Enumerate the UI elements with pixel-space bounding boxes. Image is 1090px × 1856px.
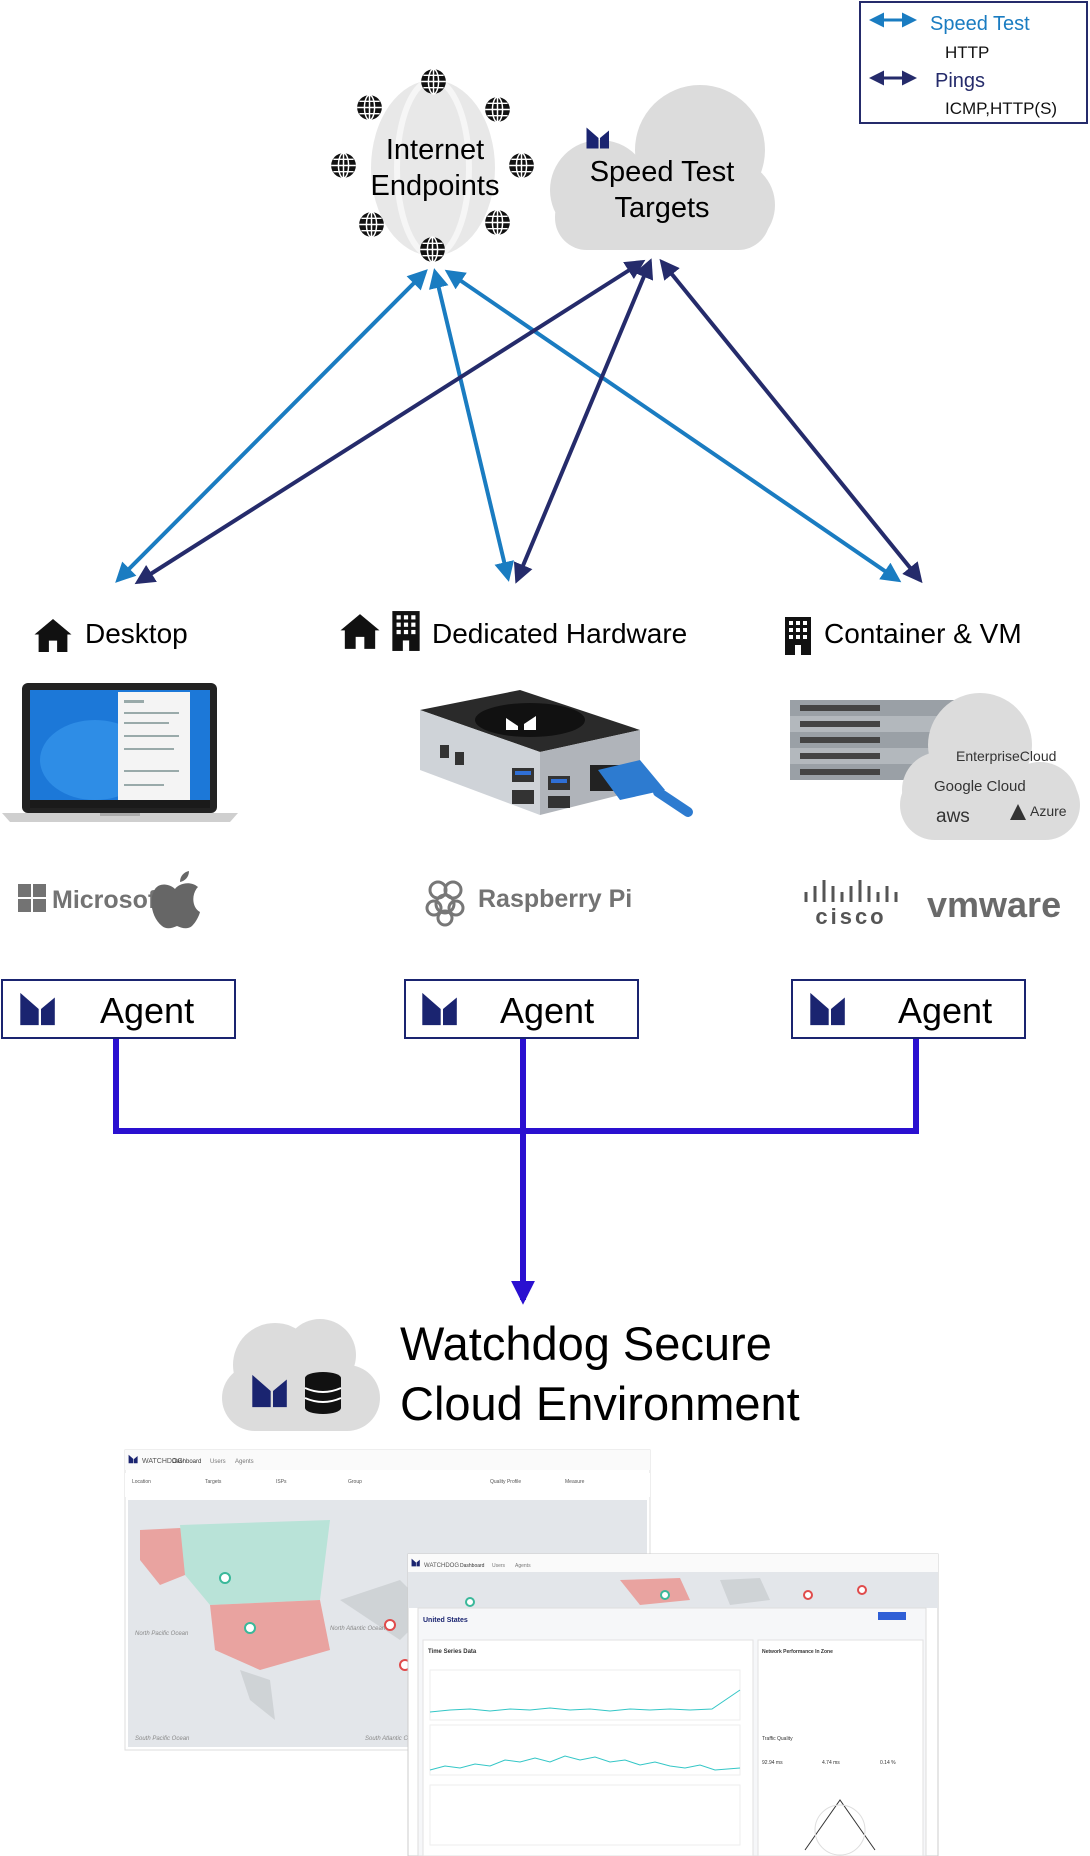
speed-arrow-container bbox=[444, 269, 902, 583]
globe-icon bbox=[358, 211, 385, 238]
microsoft-label: Microsoft bbox=[52, 886, 165, 914]
ping-arrows bbox=[134, 258, 923, 585]
apple-icon bbox=[151, 871, 200, 929]
legend-ping-proto: ICMP,HTTP(S) bbox=[945, 99, 1057, 118]
laptop-image bbox=[2, 683, 238, 822]
speed-test-targets: Speed Test Targets bbox=[550, 85, 775, 250]
dash-brand: WATCHDOG bbox=[142, 1458, 183, 1465]
enterprise-cloud-label: EnterpriseCloud bbox=[956, 748, 1056, 764]
dash2-right-title: Network Performance In Zone bbox=[762, 1649, 833, 1655]
category-desktop: Desktop bbox=[34, 618, 188, 652]
dash-filter-location: Location bbox=[132, 1479, 151, 1485]
speed-targets-line1: Speed Test bbox=[590, 156, 735, 188]
vmware-label: vmware bbox=[927, 884, 1061, 925]
legend-speed-label: Speed Test bbox=[930, 13, 1030, 35]
building-icon bbox=[785, 617, 811, 655]
dash2-traffic: Traffic Quality bbox=[762, 1736, 793, 1742]
internet-line2: Endpoints bbox=[371, 170, 500, 202]
dash-tab-dashboard: Dashboard bbox=[172, 1459, 201, 1465]
building-icon bbox=[392, 611, 420, 651]
dash2-panel-title: United States bbox=[423, 1617, 468, 1624]
dash2-val-loss: 0.14 % bbox=[880, 1760, 896, 1766]
raspberry-pi-logo: Raspberry Pi bbox=[425, 880, 632, 927]
dash2-tab-dashboard: Dashboard bbox=[460, 1563, 485, 1569]
hardware-box-image bbox=[420, 690, 693, 817]
globe-icon bbox=[508, 152, 535, 179]
agent-label: Agent bbox=[100, 990, 194, 1031]
globe-icon bbox=[484, 209, 511, 236]
house-icon bbox=[34, 619, 72, 652]
dash-filter-targets: Targets bbox=[205, 1479, 222, 1485]
globe-icon bbox=[420, 68, 447, 95]
globe-icon bbox=[419, 236, 446, 263]
dash2-tab-agents: Agents bbox=[515, 1563, 531, 1569]
ping-arrow-dedicated bbox=[513, 258, 654, 584]
dash2-val-jitter: 4.74 ms bbox=[822, 1760, 840, 1766]
legend-ping-label: Pings bbox=[935, 70, 985, 92]
desktop-label: Desktop bbox=[85, 618, 188, 649]
globe-icon bbox=[356, 94, 383, 121]
dash-filter-quality: Quality Profile bbox=[490, 1479, 521, 1485]
google-cloud-label: Google Cloud bbox=[934, 778, 1026, 795]
dash-ocean-3: South Pacific Ocean bbox=[135, 1736, 190, 1742]
dash2-section-title: Time Series Data bbox=[428, 1649, 477, 1655]
dashboard-screenshot-front: WATCHDOG Dashboard Users Agents United S… bbox=[407, 1553, 939, 1856]
dash-filter-group: Group bbox=[348, 1479, 362, 1485]
legend-speed-proto: HTTP bbox=[945, 43, 989, 62]
cloud-env-line2: Cloud Environment bbox=[400, 1377, 800, 1430]
globe-icon bbox=[330, 152, 357, 179]
dash2-brand: WATCHDOG bbox=[424, 1563, 459, 1569]
dash-ocean-1: North Pacific Ocean bbox=[135, 1631, 189, 1637]
ping-arrow-desktop bbox=[134, 259, 646, 585]
speed-arrow-dedicated bbox=[428, 268, 515, 582]
dash-filter-isps: ISPs bbox=[276, 1479, 287, 1485]
dash-tab-agents: Agents bbox=[235, 1459, 254, 1465]
raspberry-label: Raspberry Pi bbox=[478, 885, 632, 913]
cloud-env-line1: Watchdog Secure bbox=[400, 1317, 772, 1370]
container-label: Container & VM bbox=[824, 618, 1022, 649]
house-icon bbox=[340, 614, 380, 649]
dash-filter-measure: Measure bbox=[565, 1479, 585, 1485]
dash2-val-latency: 92.94 ms bbox=[762, 1760, 783, 1766]
cisco-logo: cisco bbox=[804, 880, 898, 929]
agent-label: Agent bbox=[500, 990, 594, 1031]
globe-icon bbox=[484, 96, 511, 123]
speed-test-arrows bbox=[115, 268, 902, 583]
secure-cloud: Watchdog Secure Cloud Environment bbox=[222, 1317, 800, 1431]
speed-arrow-desktop bbox=[115, 269, 428, 583]
dash-ocean-4: South Atlantic Ocean bbox=[365, 1736, 422, 1742]
agent-box-desktop: Agent bbox=[1, 979, 236, 1039]
category-container: Container & VM bbox=[785, 617, 1022, 655]
speed-targets-line2: Targets bbox=[614, 192, 709, 224]
internet-line1: Internet bbox=[386, 134, 484, 166]
internet-endpoints: Internet Endpoints bbox=[330, 68, 535, 263]
cisco-label: cisco bbox=[815, 904, 886, 929]
agent-label: Agent bbox=[898, 990, 992, 1031]
database-icon bbox=[304, 1372, 342, 1414]
dash-tab-users: Users bbox=[210, 1459, 226, 1465]
dash-ocean-2: North Atlantic Ocean bbox=[330, 1626, 386, 1632]
dash2-tab-users: Users bbox=[492, 1563, 506, 1569]
agent-box-dedicated: Agent bbox=[404, 979, 639, 1039]
aws-label: aws bbox=[936, 806, 970, 827]
azure-label: Azure bbox=[1030, 803, 1067, 819]
dedicated-label: Dedicated Hardware bbox=[432, 618, 687, 649]
cloud-providers: EnterpriseCloud Google Cloud aws Azure bbox=[900, 693, 1080, 840]
agent-box-container: Agent bbox=[791, 979, 1026, 1039]
agent-connector bbox=[113, 1039, 919, 1305]
watchdog-logo-icon bbox=[586, 127, 609, 149]
ping-arrow-container bbox=[659, 258, 923, 584]
category-dedicated: Dedicated Hardware bbox=[340, 611, 687, 651]
microsoft-logo: Microsoft bbox=[18, 884, 165, 914]
legend: Speed Test HTTP Pings ICMP,HTTP(S) bbox=[859, 1, 1088, 124]
